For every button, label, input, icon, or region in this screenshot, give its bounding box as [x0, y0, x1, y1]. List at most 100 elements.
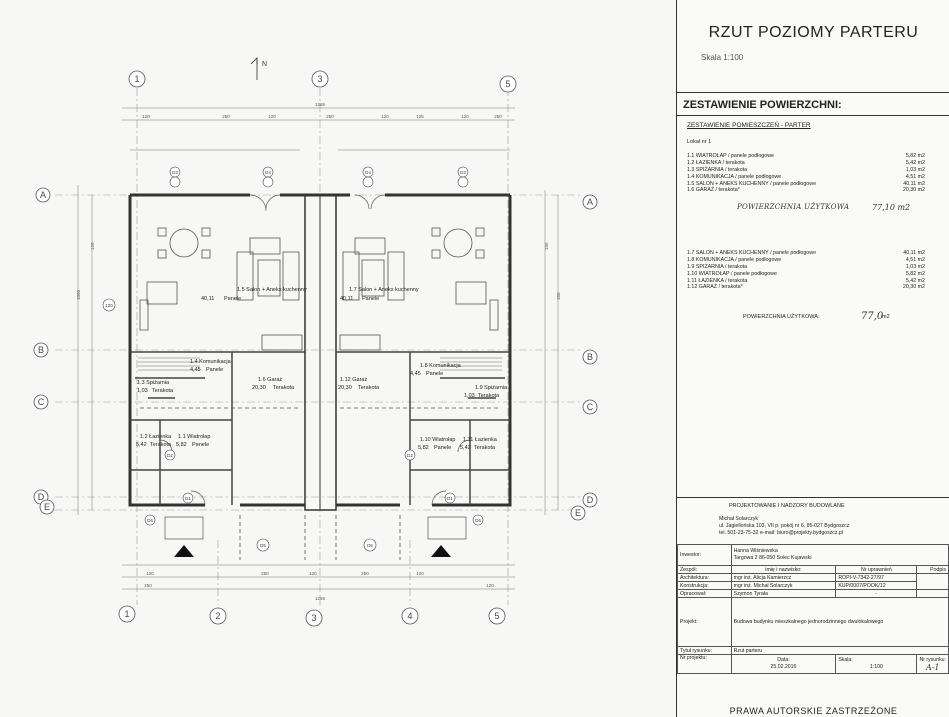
floor-plan-drawing: 1 3 5 1 2 3 4 5 A B C D E A B C D E	[33, 57, 598, 627]
entrance-arrow-icon	[431, 545, 451, 557]
table-row: Projekt: Budowa budynku mieszkalnego jed…	[677, 597, 949, 647]
room-row: 1.12 GARAŻ / terakota*20,30 m2	[687, 284, 937, 291]
pu1-value: 77,10 m2	[872, 203, 911, 212]
room-finish: Terakota	[478, 393, 500, 399]
room-area: 5,42 m2	[905, 159, 925, 166]
team-label: Zespół:	[677, 565, 732, 574]
room-finish: Terakota	[152, 388, 174, 394]
firm-person: Michał Solarczyk	[719, 516, 758, 522]
drawing-title: Rzut parteru	[730, 646, 949, 655]
axis-label: C	[38, 397, 45, 407]
dim-value: 120	[90, 242, 95, 250]
room-row: 1.2 ŁAZIENKA / terakota 5,42 m2	[687, 160, 937, 167]
room-area: 5,42 m2	[905, 277, 925, 284]
room-name: 1.2 ŁAZIENKA / terakota	[687, 159, 745, 166]
room-area: 5,42	[136, 442, 147, 448]
title-block-table: Inwestor: Hanna Wiśniewska Targowa 2 86-…	[677, 544, 949, 674]
room-finish: Panele	[434, 445, 451, 451]
oprac-perm: -	[835, 589, 918, 598]
arch-label: Architektura:	[677, 573, 732, 582]
garage-doors	[140, 407, 500, 560]
door-tag-label: D2	[407, 453, 413, 458]
investor-label: Inwestor:	[677, 544, 732, 566]
sheet-scale: Skala 1:100	[701, 53, 744, 62]
doors	[159, 194, 471, 506]
date-label: Data:	[777, 657, 790, 663]
room-finish: Terakota	[150, 442, 172, 448]
room-name: 1.11 ŁAZIENKA / terakota	[687, 277, 748, 284]
project-name: Budowa budynku mieszkalnego jednorodzinn…	[730, 597, 949, 647]
room-area: 20,30 m2	[902, 284, 925, 291]
dim-value: 250	[222, 114, 230, 119]
room-label: 1.9 Spiżarnia	[475, 385, 508, 391]
arch-perm: ROPI-V-7342-27/97	[835, 573, 918, 582]
room-area: 40,11 m2	[903, 250, 925, 256]
firm-contact: tel. 501-23-75-32 e-mail: biuro@projekty…	[719, 530, 843, 536]
table-row: Opracował: Szymon Tyrała -	[677, 589, 949, 598]
room-finish: Panele	[206, 367, 223, 373]
room-finish: Panele	[362, 296, 379, 302]
dim-value: 250	[361, 571, 369, 576]
axis-label: A	[40, 190, 46, 200]
dining-tables	[157, 227, 485, 259]
drawing-no: A-1	[925, 663, 940, 672]
pu2-unit: m2	[882, 314, 890, 320]
room-area: 40,11	[340, 296, 353, 302]
dim-value: 125	[416, 114, 424, 119]
axis-label: D	[587, 495, 594, 505]
signature-cell	[916, 573, 949, 590]
door-tag-label: D4	[265, 170, 271, 175]
room-label: 1.6 Garaż	[258, 377, 282, 383]
room-area: 5,82	[418, 445, 429, 451]
table-row: Zespół: imię i nazwisko: Nr uprawnień Po…	[677, 565, 949, 574]
room-area: 5,42	[460, 445, 471, 451]
room-area: 4,51 m2	[905, 173, 925, 180]
dimension-values: 1265 120 250 120 250 120 125 120 250 126…	[142, 102, 502, 601]
axis-label: C	[587, 402, 594, 412]
rooms-list-2: 1.7 SALON + ANEKS KUCHENNY / panele podł…	[687, 250, 937, 291]
room-area: 40,11 m2	[903, 180, 925, 187]
door-tag-label: D6	[147, 518, 153, 523]
kitchen-counters	[139, 237, 499, 351]
room-label: 1.11 Łazienka	[463, 437, 498, 443]
room-finish: Terakota	[474, 445, 496, 451]
copyright: PRAWA AUTORSKIE ZASTRZEŻONE	[729, 706, 898, 716]
firm-address: ul. Jagiellońska 103, VII p. pokój nr 6,…	[719, 523, 850, 529]
room-area: 1,03 m2	[905, 166, 925, 173]
room-name: 1.9 SPIŻARNIA / terakota	[687, 263, 748, 270]
room-area: 5,82 m2	[905, 153, 925, 159]
section-title: ZESTAWIENIE POWIERZCHNI:	[683, 99, 842, 111]
axis-label: E	[44, 502, 50, 512]
axis-label: 1	[124, 609, 129, 619]
room-area: 1,03	[464, 393, 475, 399]
window-tag: 120	[102, 298, 116, 312]
empty-cell	[916, 589, 949, 598]
room-row: 1.5 SALON + ANEKS KUCHENNY / panele podł…	[687, 181, 937, 188]
pu2-label: POWIERZCHNIA UŻYTKOWA:	[743, 314, 820, 320]
porch-steps	[164, 516, 467, 540]
scale-value: 1:100	[869, 664, 883, 670]
door-tag-label: D5	[260, 543, 266, 548]
pu2-value: 77,0	[861, 311, 884, 322]
scale-cell: Skala: 1:100	[835, 654, 918, 674]
room-area: 4,45	[410, 371, 421, 377]
table-row: Inwestor: Hanna Wiśniewska Targowa 2 86-…	[677, 544, 949, 566]
axis-label: 1	[134, 74, 139, 84]
arch-name: mgr inż. Alicja Kamierzcz	[730, 573, 837, 582]
scale-label: Skala:	[838, 657, 853, 663]
axis-lines	[55, 88, 580, 605]
room-label: 1.12 Garaż	[340, 377, 367, 383]
dim-value: 120	[416, 571, 424, 576]
axis-label: A	[587, 197, 593, 207]
room-label: 1.8 Komunikacja	[420, 363, 462, 369]
room-area: 5,82 m2	[905, 270, 925, 277]
axis-label: 3	[311, 613, 316, 623]
dim-value: 150	[556, 292, 561, 300]
date-cell: Data: 25.02.2016	[730, 654, 837, 674]
investor-cell: Hanna Wiśniewska Targowa 2 86-050 Solec …	[730, 544, 949, 566]
door-tag-label: D5	[367, 543, 373, 548]
room-area: 20,30 m2	[902, 187, 925, 194]
